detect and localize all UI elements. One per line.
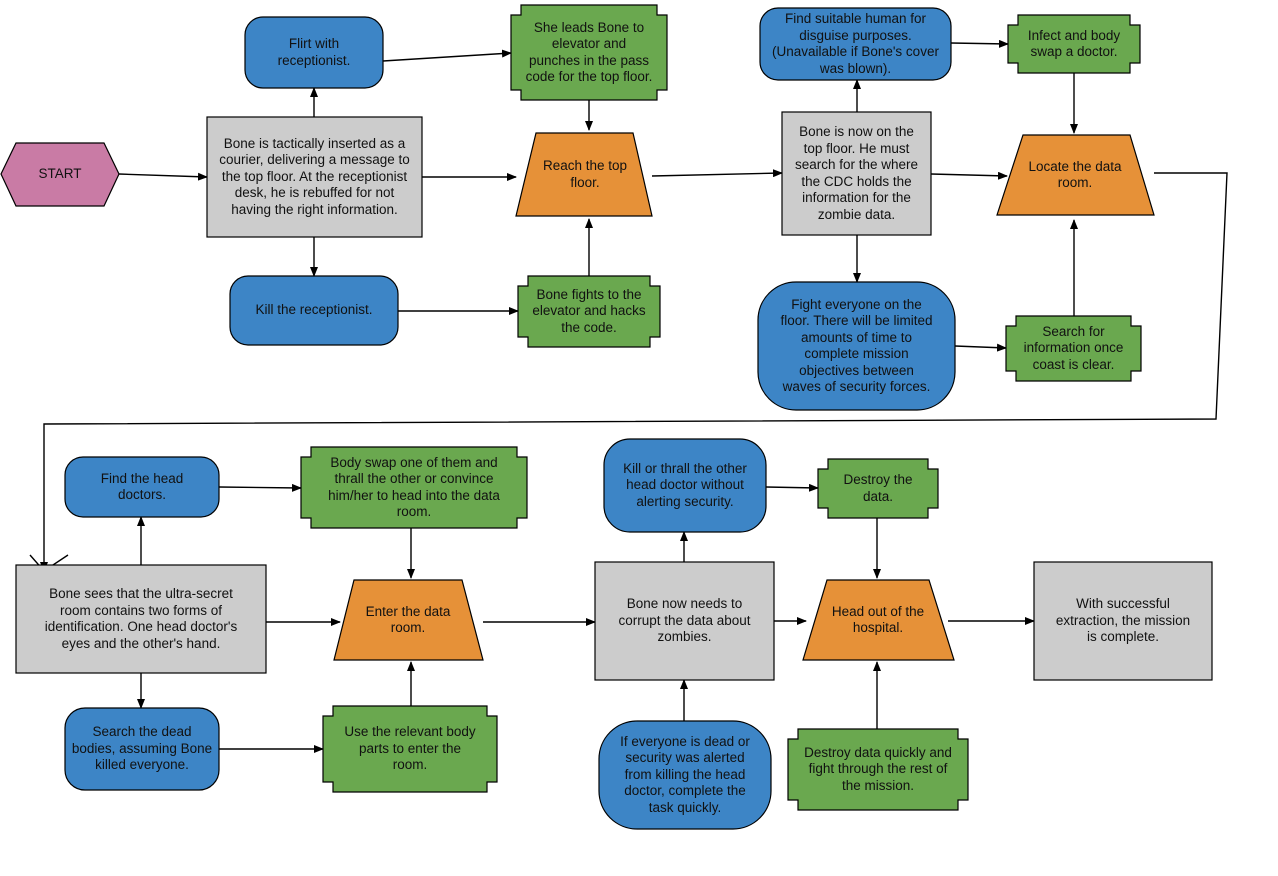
node-mission-complete: With successful extraction, the mission … [1055, 596, 1191, 645]
edge-top-locate [930, 171, 1008, 180]
node-destroy-data: Destroy the data. [843, 472, 913, 504]
node-top-floor-search-shape [781, 111, 932, 236]
node-everyone-dead: If everyone is dead or security was aler… [620, 733, 750, 815]
node-mission-complete-shape [1033, 561, 1213, 681]
node-fights-elevator: Bone fights to the elevator and hacks th… [532, 286, 646, 335]
node-destroy-quickly-shape [787, 728, 969, 811]
node-find-head-doctors: Find the head doctors. [100, 470, 184, 503]
node-fights-elevator-shape [517, 275, 661, 348]
node-body-swap-thrall-shape [300, 446, 528, 529]
edge-kill-destroy [765, 483, 819, 492]
node-kill-thrall-other-shape [603, 438, 767, 533]
node-infect-swap: Infect and body swap a doctor. [1027, 27, 1121, 60]
node-corrupt-data-shape [594, 561, 775, 681]
node-two-forms: Bone sees that the ultra-secret room con… [44, 586, 238, 651]
node-flirt-shape [244, 16, 384, 89]
node-courier: Bone is tactically inserted as a courier… [219, 135, 410, 217]
node-use-body-parts-shape [322, 705, 498, 793]
node-fight-everyone-shape [757, 281, 956, 411]
node-kill-receptionist: Kill the receptionist. [255, 302, 373, 318]
node-find-head-doctors-shape [64, 456, 220, 518]
edge-start-courier [118, 172, 208, 181]
node-enter-data-room-shape [333, 579, 484, 661]
node-search-bodies: Search the dead bodies, assuming Bone ki… [71, 724, 213, 773]
edge-locate-twoforms [40, 172, 1228, 572]
node-use-body-parts: Use the relevant body parts to enter the… [344, 724, 476, 773]
node-head-out: Head out of the hospital. [831, 603, 925, 636]
node-leads-elevator-shape [510, 4, 668, 101]
node-search-bodies-shape [64, 707, 220, 791]
edge-find-infect [950, 39, 1009, 48]
node-head-out-shape [802, 579, 955, 661]
node-kill-thrall-other: Kill or thrall the other head doctor wit… [623, 460, 747, 509]
node-top-floor-search: Bone is now on the top floor. He must se… [794, 124, 919, 222]
node-search-info: Search for information once coast is cle… [1023, 323, 1124, 372]
node-corrupt-data: Bone now needs to corrupt the data about… [618, 596, 751, 645]
node-reach-top: Reach the top floor. [542, 158, 628, 190]
node-fight-everyone: Fight everyone on the floor. There will … [780, 296, 933, 395]
node-infect-swap-shape [1007, 14, 1141, 74]
node-kill-receptionist-shape [229, 275, 399, 346]
connectors [29, 39, 1228, 753]
node-locate-data-room-shape [996, 134, 1155, 216]
edge-flirt-leads [382, 49, 512, 62]
node-locate-data-room: Locate the data room. [1028, 158, 1122, 191]
node-leads-elevator: She leads Bone to elevator and punches i… [525, 19, 653, 85]
node-two-forms-shape [15, 564, 267, 674]
edge-find-bodyswap [218, 483, 302, 492]
node-search-info-shape [1005, 315, 1142, 382]
node-courier-shape [206, 116, 423, 238]
node-everyone-dead-shape [598, 720, 772, 830]
node-flirt: Flirt with receptionist. [277, 36, 351, 68]
node-destroy-quickly: Destroy data quickly and fight through t… [804, 744, 952, 793]
node-start: START [38, 166, 82, 182]
node-start-shape [0, 142, 120, 207]
node-destroy-data-shape [817, 458, 939, 519]
edge-reach-top [651, 169, 783, 178]
node-reach-top-shape [515, 132, 653, 217]
node-find-human: Find suitable human for disguise purpose… [772, 11, 939, 76]
node-body-swap-thrall: Body swap one of them and thrall the oth… [328, 454, 500, 520]
edge-fight-search [954, 343, 1007, 352]
node-enter-data-room: Enter the data room. [365, 603, 451, 636]
node-find-human-shape [759, 7, 952, 81]
